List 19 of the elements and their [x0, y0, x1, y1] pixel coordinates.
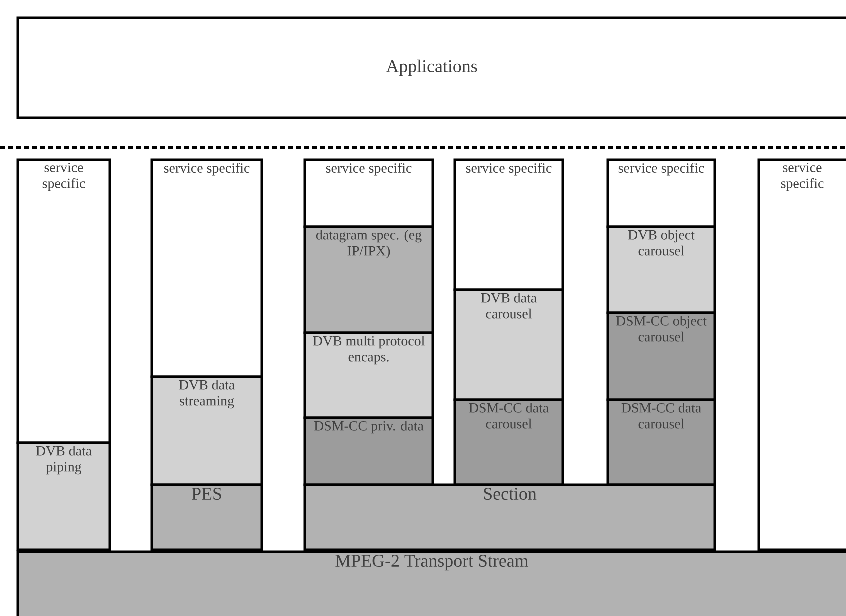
layer-box: datagram spec. (eg IP/IPX): [304, 226, 434, 334]
layer-box: PES: [150, 484, 264, 552]
layer-box: service specific: [758, 158, 846, 552]
layer-box: DVB data streaming: [150, 376, 264, 486]
layer-box: DSM-CC data carousel: [454, 398, 564, 486]
layer-box: service specific: [150, 158, 264, 378]
layer-box: service specific: [304, 158, 434, 228]
layer-box: service specific: [16, 158, 112, 444]
layer-box: service specific: [454, 158, 564, 292]
layer-box: DSM-CC data carousel: [606, 398, 716, 486]
layer-box: DVB data carousel: [454, 288, 564, 402]
layer-box: DVB data piping: [16, 442, 112, 552]
layer-box: service specific: [606, 158, 716, 228]
layer-box: DSM-CC object carousel: [606, 312, 716, 402]
layer-box: DSM-CC priv. data: [304, 416, 434, 486]
layer-box: Applications: [16, 16, 846, 120]
layer-box: Section: [304, 484, 716, 552]
layer-box: DVB multi protocol encaps.: [304, 332, 434, 420]
layer-box: DVB object carousel: [606, 226, 716, 314]
